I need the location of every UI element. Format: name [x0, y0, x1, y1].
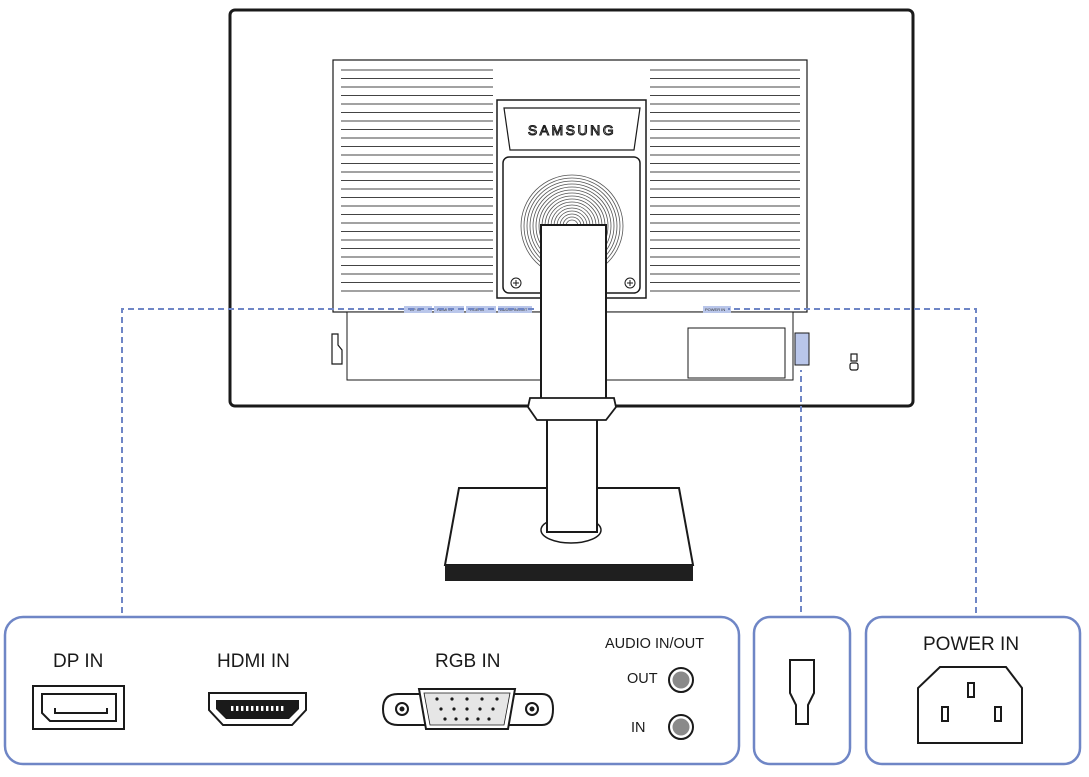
screw-left-icon: [510, 277, 522, 289]
cable-clip: [331, 333, 343, 365]
strip-dp-text: DP IN: [410, 307, 421, 312]
strip-audio-label: [498, 306, 532, 313]
rgb-in-label: RGB IN: [435, 651, 501, 672]
dp-in-label: DP IN: [53, 651, 104, 672]
strip-power-text: POWER IN: [705, 307, 725, 312]
power-in-label: POWER IN: [923, 634, 1020, 655]
power-recess: [687, 327, 786, 379]
cable-clip-detail-icon: [789, 659, 815, 725]
connector-line-power: [728, 308, 977, 613]
connector-line-input: [121, 308, 535, 613]
audio-out-label: OUT: [627, 671, 658, 687]
hdmi-in-label: HDMI IN: [217, 651, 290, 672]
screw-right-icon: [624, 277, 636, 289]
brand-logo: SAMSUNG: [528, 122, 616, 138]
audio-in-out-label: AUDIO IN/OUT: [605, 636, 705, 652]
strip-hdmi-text: HDMI IN: [437, 307, 452, 312]
strip-power-label: [703, 306, 731, 313]
dp-port-icon: [32, 685, 125, 730]
audio-out-jack-icon: [668, 667, 694, 693]
input-ports-panel: [3, 615, 741, 766]
stand-column: [527, 224, 617, 533]
power-socket-icon: [917, 666, 1023, 744]
kensington-lock-icon: [849, 353, 859, 371]
highlighted-clip: [794, 332, 810, 366]
hdmi-port-icon: [208, 692, 307, 726]
rgb-port-icon: [381, 688, 555, 730]
audio-in-label: IN: [631, 720, 646, 736]
strip-rgb-text: RGB IN: [470, 307, 484, 312]
connector-lines: [121, 308, 977, 613]
audio-in-jack-icon: [668, 714, 694, 740]
